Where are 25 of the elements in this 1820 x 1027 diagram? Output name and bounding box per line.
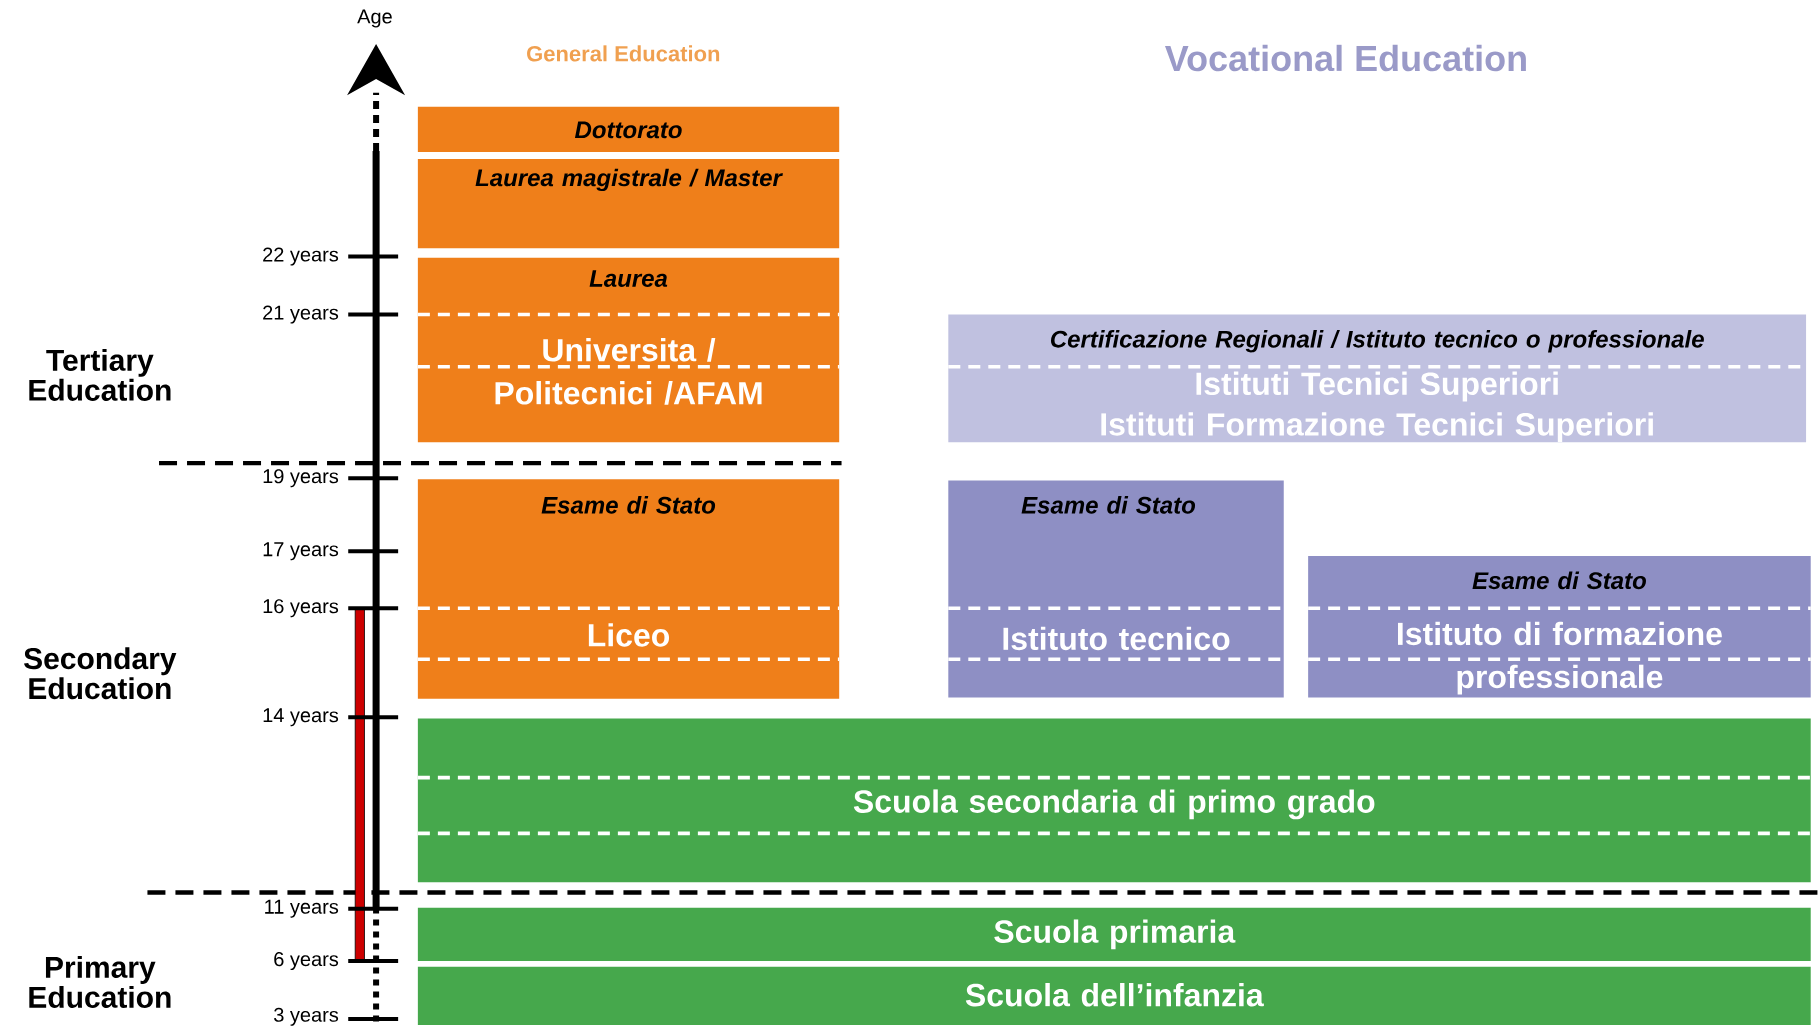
level-box: Scuola secondaria di primo grado — [417, 718, 1811, 883]
tick-label: 3 years — [274, 1007, 339, 1026]
level-label: Secondary Education — [24, 647, 177, 700]
level-box: Scuola primaria — [417, 907, 1811, 962]
tick-label: 22 years — [263, 247, 339, 266]
tick-label: 6 years — [274, 952, 339, 971]
tick-label: 21 years — [263, 305, 339, 324]
tick-label: 11 years — [265, 899, 339, 918]
level-label: Primary Education — [29, 955, 171, 1008]
column-heading: Vocational Education — [1165, 44, 1526, 72]
tick-label: 17 years — [263, 542, 339, 561]
level-box: Laurea magistrale / Master — [417, 159, 840, 249]
level-box: Dottorato — [417, 106, 840, 153]
level-box: Esame di Stato Istituto tecnico — [948, 480, 1284, 698]
level-box: Certificazione Regionali / Istituto tecnico o professionale Istituti Tecnici Superiori Istituti Formazione Tecnici Superiori — [948, 314, 1807, 443]
column-heading: General Education — [527, 45, 720, 62]
level-label: Tertiary Education — [29, 348, 171, 401]
tick-label: 19 years — [263, 469, 339, 488]
tick-label: 16 years — [263, 599, 339, 618]
level-box: Laurea Universita / Politecnici /AFAM — [417, 257, 840, 443]
level-box: Esame di Stato Liceo — [417, 479, 840, 699]
axis-title: Age — [357, 9, 392, 28]
level-box: Esame di Stato Istituto di formazione professionale — [1308, 555, 1811, 698]
level-box: Scuola dell’infanzia — [417, 966, 1811, 1025]
tick-label: 14 years — [263, 708, 339, 727]
